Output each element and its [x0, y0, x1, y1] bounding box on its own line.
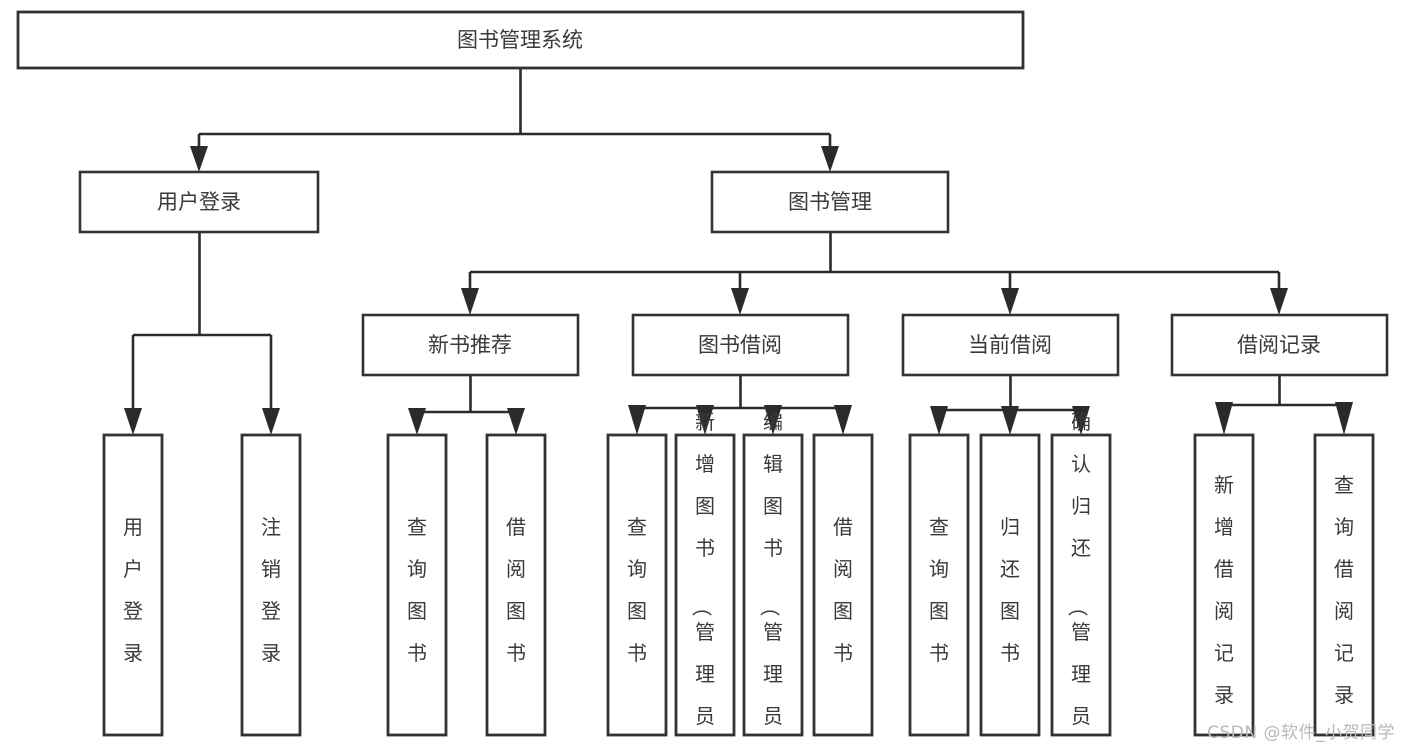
- arrow-head-leaf-query-book-a: [408, 408, 426, 435]
- node-leaf-logout-login-rect[interactable]: [240, 433, 302, 737]
- node-leaf-user-login-label: 用户登录: [123, 515, 143, 665]
- node-leaf-query-book-b-label: 查询图书: [627, 515, 647, 665]
- arrow-head-user-login: [190, 146, 208, 172]
- node-book-manage-label: 图书管理: [788, 190, 872, 214]
- node-new-book-recommend-label: 新书推荐: [428, 333, 512, 357]
- node-leaf-query-book-a-rect[interactable]: [386, 433, 448, 737]
- node-leaf-borrow-book-a-rect[interactable]: [485, 433, 547, 737]
- edge-group-book-borrow-to-leaves: [628, 375, 852, 435]
- node-leaf-borrow-book-b-label: 借阅图书: [833, 515, 853, 665]
- node-current-borrow[interactable]: 当前借阅: [901, 313, 1120, 377]
- node-current-borrow-rect[interactable]: [901, 313, 1120, 377]
- node-new-book-recommend-rect[interactable]: [361, 313, 580, 377]
- arrow-head-leaf-return-book: [1001, 406, 1019, 435]
- node-leaf-query-borrow-record-rect[interactable]: [1313, 433, 1375, 737]
- node-book-manage[interactable]: 图书管理: [710, 170, 950, 234]
- node-leaf-add-book-label: 新增图书（管理员）: [690, 410, 715, 747]
- node-book-manage-rect[interactable]: [710, 170, 950, 234]
- node-book-borrow-rect[interactable]: [631, 313, 850, 377]
- node-current-borrow-label: 当前借阅: [968, 333, 1052, 357]
- node-leaf-confirm-return-label: 确认归还（管理员）: [1066, 410, 1091, 747]
- node-user-login-label: 用户登录: [157, 190, 241, 214]
- node-leaf-query-book-c-rect[interactable]: [908, 433, 970, 737]
- node-root[interactable]: 图书管理系统: [16, 10, 1025, 70]
- node-leaf-edit-book-rect[interactable]: [742, 433, 804, 737]
- arrow-head-leaf-add-borrow-record: [1215, 402, 1233, 435]
- node-user-login-rect[interactable]: [78, 170, 320, 234]
- arrow-head-leaf-user-login: [124, 408, 142, 435]
- arrow-head-leaf-confirm-return: [1072, 406, 1090, 435]
- node-root-rect[interactable]: [16, 10, 1025, 70]
- arrow-head-leaf-query-book-c: [930, 406, 948, 435]
- arrow-head-book-manage: [821, 146, 839, 172]
- node-leaf-return-book-label: 归还图书: [1000, 515, 1020, 665]
- node-borrow-record-rect[interactable]: [1170, 313, 1389, 377]
- edge-group-current-borrow-to-leaves: [930, 375, 1090, 435]
- arrow-head-leaf-edit-book: [764, 405, 782, 435]
- node-leaf-add-borrow-record-rect[interactable]: [1193, 433, 1255, 737]
- arrow-head-leaf-borrow-book-a: [507, 408, 525, 435]
- arrow-head-leaf-query-borrow-record: [1335, 402, 1353, 435]
- node-leaf-query-book-c-label: 查询图书: [929, 515, 949, 665]
- node-borrow-record[interactable]: 借阅记录: [1170, 313, 1389, 377]
- node-root-label: 图书管理系统: [457, 28, 583, 52]
- node-leaf-confirm-return-rect[interactable]: [1050, 433, 1112, 737]
- arrow-head-leaf-logout-login: [262, 408, 280, 435]
- edge-group-book-manage-to-level2: [461, 232, 1288, 315]
- leaf-text-layer: 用户登录 注销登录 查询图书 借阅图书 查询图书 新增图书（管理员） 编辑图书（管理员） 借阅…: [123, 410, 1354, 747]
- edge-group-borrow-record-to-leaves: [1215, 375, 1353, 435]
- edge-group-user-login-to-leaves: [124, 232, 280, 435]
- node-book-borrow-label: 图书借阅: [698, 333, 782, 357]
- node-leaf-logout-login-label: 注销登录: [261, 515, 281, 665]
- node-leaf-return-book-rect[interactable]: [979, 433, 1041, 737]
- node-leaf-borrow-book-b-rect[interactable]: [812, 433, 874, 737]
- node-user-login[interactable]: 用户登录: [78, 170, 320, 234]
- arrow-head-leaf-add-book: [696, 405, 714, 435]
- arrow-head-leaf-borrow-book-b: [834, 405, 852, 435]
- node-book-borrow[interactable]: 图书借阅: [631, 313, 850, 377]
- arrow-head-borrow-record: [1270, 288, 1288, 315]
- edge-group-root-to-level1: [190, 68, 839, 172]
- node-borrow-record-label: 借阅记录: [1237, 333, 1321, 357]
- edge-group-new-book-recommend-to-leaves: [408, 375, 525, 435]
- node-leaf-add-borrow-record-label: 新增借阅记录: [1214, 473, 1234, 707]
- leaf-node-group: [102, 433, 1375, 737]
- node-leaf-borrow-book-a-label: 借阅图书: [506, 515, 526, 665]
- node-leaf-add-book-rect[interactable]: [674, 433, 736, 737]
- arrow-head-leaf-query-book-b: [628, 405, 646, 435]
- node-leaf-query-borrow-record-label: 查询借阅记录: [1334, 473, 1354, 707]
- node-leaf-user-login-rect[interactable]: [102, 433, 164, 737]
- node-leaf-query-book-b-rect[interactable]: [606, 433, 668, 737]
- node-new-book-recommend[interactable]: 新书推荐: [361, 313, 580, 377]
- node-leaf-edit-book-label: 编辑图书（管理员）: [758, 410, 783, 747]
- arrow-head-current-borrow: [1001, 288, 1019, 315]
- arrow-head-book-borrow: [731, 288, 749, 315]
- node-leaf-query-book-a-label: 查询图书: [407, 515, 427, 665]
- arrow-head-new-book-recommend: [461, 288, 479, 315]
